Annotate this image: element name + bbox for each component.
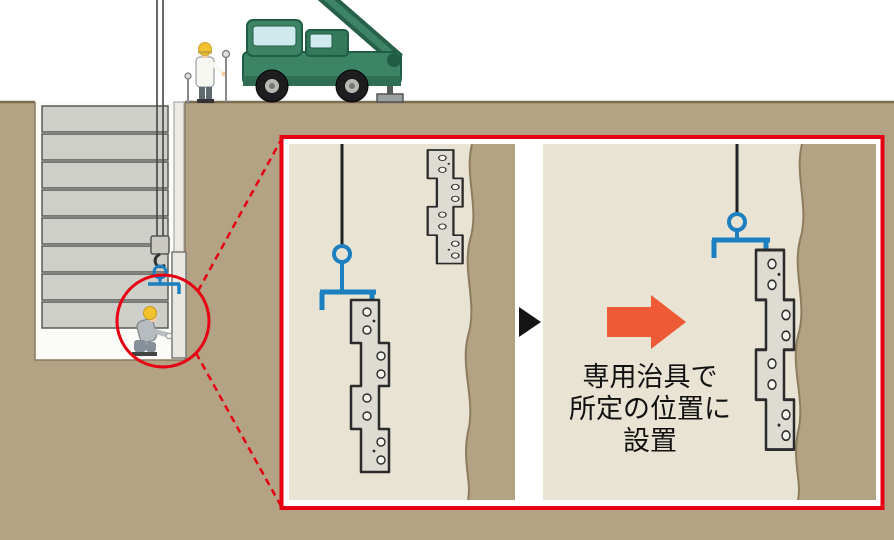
lifting-jig-small bbox=[148, 264, 181, 294]
inset-panel-after: 専用治具で 所定の位置に 設置 bbox=[543, 143, 876, 501]
caption-line-2: 所定の位置に bbox=[569, 394, 731, 425]
inset-panel-before bbox=[289, 143, 515, 501]
caption-line-3: 設置 bbox=[623, 426, 677, 457]
helmet-icon bbox=[143, 306, 157, 320]
wheel-rear bbox=[335, 69, 369, 103]
hoist-cable bbox=[156, 0, 164, 236]
callout-dashed-line-top bbox=[196, 139, 283, 292]
standing-worker bbox=[195, 42, 227, 103]
callout-dashed-line-bottom bbox=[194, 352, 283, 507]
new-pile bbox=[171, 251, 187, 359]
driver-cab bbox=[246, 19, 303, 57]
survey-pole bbox=[184, 49, 231, 104]
installed-pile-strip bbox=[173, 101, 185, 253]
inset-zoom-box: 専用治具で 所定の位置に 設置 bbox=[279, 135, 885, 510]
soil-strip bbox=[795, 144, 876, 500]
excavation-pit bbox=[34, 101, 187, 361]
caption-line-1: 専用治具で bbox=[583, 362, 718, 393]
emphasis-arrow-icon bbox=[607, 295, 686, 349]
crane-cab bbox=[305, 29, 349, 57]
helmet-icon bbox=[198, 42, 212, 56]
pit-worker bbox=[132, 306, 173, 356]
retaining-wall-plates bbox=[41, 105, 169, 329]
wheel-front bbox=[255, 69, 289, 103]
caption-text: 専用治具で 所定の位置に 設置 bbox=[569, 362, 731, 457]
red-highlight-circle bbox=[115, 273, 211, 369]
step-arrow-icon bbox=[519, 307, 541, 337]
boom-pivot bbox=[387, 53, 401, 67]
soil-strip bbox=[465, 144, 515, 500]
crane-truck bbox=[242, 0, 404, 103]
